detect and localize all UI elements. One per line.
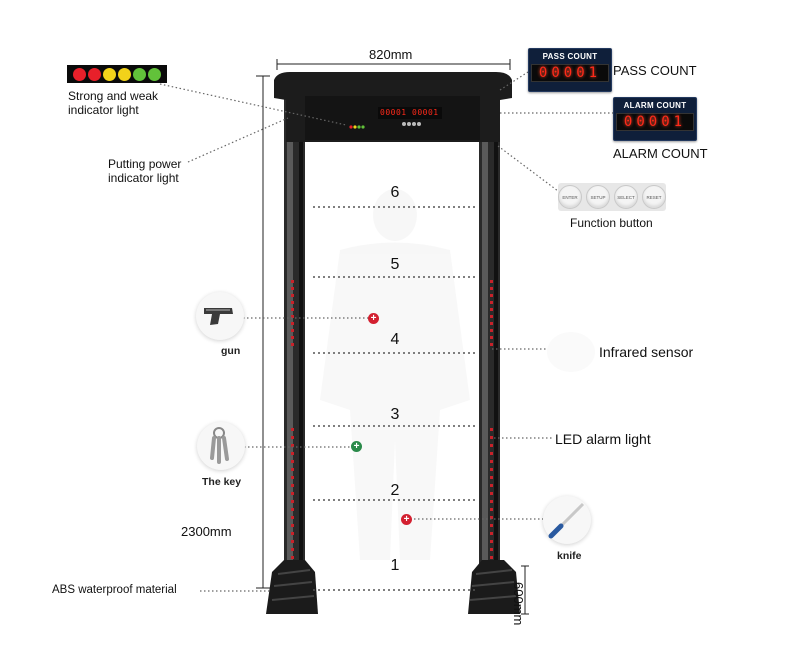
indicator-led-6 — [148, 67, 161, 81]
alarm-count-label: ALARM COUNT — [613, 146, 708, 161]
zone-label-6: 6 — [390, 184, 400, 201]
function-button-panel: ENTER SETUP SELECT RESET — [558, 183, 666, 211]
left-foot — [266, 560, 318, 614]
key-label: The key — [202, 476, 242, 488]
indicator-led-5 — [133, 67, 146, 81]
infrared-sensor-label: Infrared sensor — [599, 344, 694, 360]
person-silhouette — [320, 189, 470, 560]
zone-label-2: 2 — [390, 482, 400, 499]
height-dimension-label: 2300mm — [181, 524, 232, 539]
key-thumbnail — [197, 422, 245, 470]
pass-count-label: PASS COUNT — [613, 63, 697, 78]
led-alarm-light-label: LED alarm light — [555, 431, 651, 447]
pass-count-panel-title: PASS COUNT — [542, 52, 598, 61]
alarm-count-panel: ALARM COUNT 00001 — [613, 97, 697, 141]
led-alarm-lights-left — [291, 280, 294, 583]
header-display-right: 00001 — [412, 108, 439, 117]
base-dimension-label: 600mm — [511, 582, 526, 626]
key-marker: + — [351, 441, 362, 452]
pass-count-panel: PASS COUNT 00001 — [528, 48, 612, 92]
pass-count-digits: 00001 — [531, 64, 609, 82]
gun-icon — [204, 308, 233, 325]
zone-label-5: 5 — [390, 256, 400, 273]
power-indicator-label: Putting power indicator light — [108, 157, 182, 185]
key-icon — [210, 427, 229, 464]
infrared-sensor-thumb — [547, 332, 595, 372]
strong-weak-indicator-strip — [67, 65, 167, 83]
enter-button[interactable]: ENTER — [558, 185, 582, 209]
knife-marker: + — [401, 514, 412, 525]
setup-button[interactable]: SETUP — [586, 185, 610, 209]
alarm-count-digits: 00001 — [616, 113, 694, 131]
abs-material-label: ABS waterproof material — [52, 584, 177, 596]
zone-label-4: 4 — [390, 331, 400, 348]
indicator-led-2 — [88, 67, 101, 81]
gun-marker: + — [368, 313, 379, 324]
gun-thumbnail — [196, 292, 244, 340]
select-button[interactable]: SELECT — [614, 185, 638, 209]
width-dimension-label: 820mm — [369, 47, 413, 62]
indicator-led-1 — [73, 67, 86, 81]
strong-weak-label: Strong and weak indicator light — [68, 89, 159, 117]
zone-label-3: 3 — [390, 406, 400, 423]
knife-thumbnail — [543, 496, 591, 544]
knife-icon — [548, 502, 585, 539]
function-button-label: Function button — [570, 216, 653, 230]
alarm-count-panel-title: ALARM COUNT — [623, 101, 687, 110]
gun-label: gun — [221, 345, 241, 357]
knife-label: knife — [557, 550, 582, 562]
header-display-left: 00001 — [380, 108, 407, 117]
reset-button[interactable]: RESET — [642, 185, 666, 209]
zone-label-1: 1 — [390, 557, 400, 574]
indicator-led-3 — [103, 67, 116, 81]
indicator-led-4 — [118, 67, 131, 81]
